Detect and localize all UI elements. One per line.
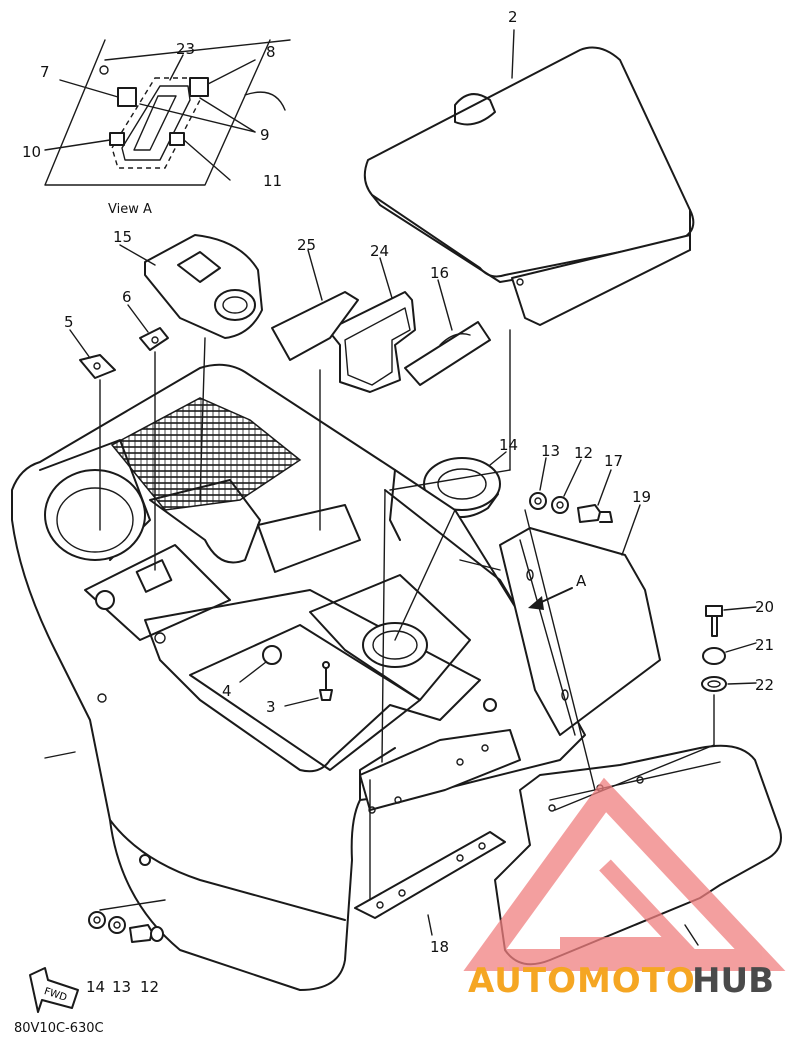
callout-23: 23 [176, 40, 195, 58]
view-a-label: View A [108, 202, 152, 217]
callout-17: 17 [604, 452, 623, 470]
bracket-3 [354, 831, 506, 919]
callout-18: 18 [430, 938, 449, 956]
callout-14-lower: 14 [86, 978, 105, 996]
callout-16: 16 [430, 264, 449, 282]
bracket-24 [327, 291, 416, 393]
callout-12-lower: 12 [140, 978, 159, 996]
callout-6: 6 [122, 288, 132, 306]
watermark-logo [463, 777, 786, 971]
callout-9: 9 [260, 126, 270, 144]
callout-10: 10 [22, 143, 41, 161]
callout-13: 13 [541, 442, 560, 460]
callout-24: 24 [370, 242, 389, 260]
diagram-code: 80V10C-630C [14, 1021, 104, 1036]
nut-21 [701, 676, 727, 692]
seat-lid [363, 46, 695, 326]
fastener-set-upper [529, 492, 613, 523]
clip-6 [139, 327, 169, 351]
fwd-arrow-icon [29, 967, 79, 1013]
leader-lines [69, 29, 757, 946]
watermark-auto: AUTOMOTO [468, 961, 696, 1001]
callout-14: 14 [499, 436, 518, 454]
fastener-set-lower [88, 911, 164, 943]
bolt-19 [705, 605, 723, 637]
callout-25: 25 [297, 236, 316, 254]
callout-5: 5 [64, 313, 74, 331]
callout-11: 11 [263, 172, 282, 190]
pad-25-right [404, 321, 491, 386]
callout-8: 8 [266, 43, 276, 61]
view-direction-arrow [528, 587, 573, 610]
clip-5 [79, 354, 116, 379]
callout-20: 20 [755, 598, 774, 616]
washer-20 [702, 647, 726, 665]
callout-3: 3 [266, 698, 276, 716]
pin-4 [319, 661, 333, 701]
callout-22: 22 [755, 676, 774, 694]
assembly-guides [44, 329, 715, 911]
watermark-hub: HUB [692, 961, 774, 1001]
side-cover-17 [499, 527, 661, 736]
pad-25-left [271, 291, 359, 361]
callout-15: 15 [113, 228, 132, 246]
callout-13-lower: 13 [112, 978, 131, 996]
callout-12: 12 [574, 444, 593, 462]
callout-19: 19 [632, 488, 651, 506]
part-callouts: 2 23 8 7 9 10 11 15 6 5 25 24 16 14 13 12 17 19 20 21 22 4 3 18… [22, 8, 774, 996]
view-a-inset [44, 39, 291, 186]
callout-2: 2 [508, 8, 518, 26]
grab-handle [144, 234, 263, 339]
knob-22 [262, 645, 282, 665]
view-a-arrow-label: A [576, 572, 587, 590]
callout-21: 21 [755, 636, 774, 654]
callout-4: 4 [222, 682, 232, 700]
callout-7: 7 [40, 63, 50, 81]
